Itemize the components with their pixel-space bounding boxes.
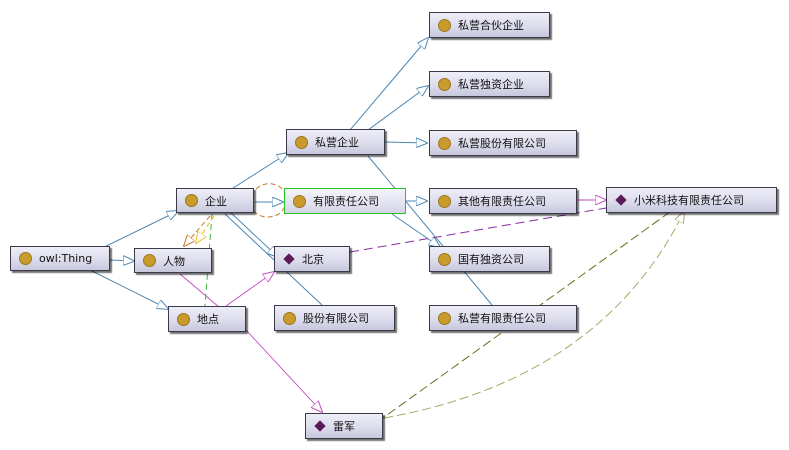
- edge-youxian-guoyou: [391, 213, 440, 247]
- node-label: 私营独资企业: [458, 78, 524, 91]
- class-icon: [143, 254, 156, 267]
- edge-didian-beijing: [225, 272, 274, 307]
- node-siying-qiye[interactable]: 私营企业: [286, 129, 385, 155]
- node-label: 有限责任公司: [313, 195, 379, 208]
- node-siying-duzi[interactable]: 私营独资企业: [429, 71, 550, 97]
- edge-qiye-didian-property: [204, 213, 213, 307]
- node-label: 私营有限责任公司: [458, 312, 546, 325]
- individual-icon: [283, 253, 295, 265]
- edge-siyingqiye-hehuo: [349, 38, 428, 131]
- node-renwu[interactable]: 人物: [134, 248, 212, 273]
- node-label: 人物: [163, 254, 185, 268]
- edge-xiaomi-leijun-property: [379, 211, 671, 421]
- edge-orange-property: [184, 215, 211, 246]
- edge-siyingqiye-siyinggufen: [384, 142, 427, 143]
- class-icon: [283, 311, 296, 325]
- node-siying-gufen[interactable]: 私营股份有限公司: [429, 130, 577, 156]
- edge-qiye-beijing: [229, 211, 278, 257]
- edge-leijun-xiaomi-property: [383, 212, 684, 419]
- node-label: 私营合伙企业: [458, 19, 524, 32]
- edge-didian-leijun-arrow: [245, 329, 322, 412]
- node-gufen-youxian[interactable]: 股份有限公司: [274, 305, 395, 331]
- class-icon: [185, 194, 198, 207]
- class-icon: [438, 194, 451, 208]
- edge-yellow-property: [196, 215, 215, 243]
- edge-siyingqiye-siyingyouxian: [367, 155, 493, 306]
- node-label: owl:Thing: [39, 252, 93, 265]
- individual-icon: [615, 194, 627, 206]
- class-icon: [438, 252, 451, 266]
- node-label: 国有独资公司: [458, 253, 524, 266]
- node-beijing[interactable]: 北京: [274, 246, 350, 272]
- node-label: 企业: [205, 194, 227, 208]
- node-didian[interactable]: 地点: [168, 306, 246, 332]
- node-qita-youxian[interactable]: 其他有限责任公司: [429, 188, 577, 214]
- class-icon: [438, 311, 451, 325]
- node-owl-thing[interactable]: owl:Thing: [10, 246, 110, 271]
- class-icon: [19, 252, 32, 265]
- node-label: 小米科技有限责任公司: [634, 194, 744, 207]
- node-label: 地点: [197, 313, 219, 326]
- edge-siyingqiye-duzi: [367, 86, 428, 131]
- node-siying-hehuo[interactable]: 私营合伙企业: [429, 12, 550, 38]
- node-youxian-zeren[interactable]: 有限责任公司: [284, 188, 406, 214]
- node-siying-youxian[interactable]: 私营有限责任公司: [429, 305, 577, 331]
- node-qiye[interactable]: 企业: [176, 188, 254, 213]
- node-label: 私营股份有限公司: [458, 137, 546, 150]
- edge-self-loop-qiye: [251, 183, 287, 218]
- node-label: 其他有限责任公司: [458, 195, 546, 208]
- node-xiaomi[interactable]: 小米科技有限责任公司: [606, 187, 777, 213]
- edge-qiye-gufen: [224, 213, 323, 306]
- class-icon: [438, 77, 451, 91]
- class-icon: [293, 194, 306, 208]
- edge-owlthing-didian: [89, 269, 168, 309]
- individual-icon: [314, 420, 326, 432]
- node-label: 私营企业: [315, 136, 359, 149]
- node-label: 北京: [302, 253, 324, 266]
- node-label: 雷军: [333, 420, 355, 433]
- class-icon: [295, 135, 308, 149]
- edge-qiye-siyingqiye: [229, 153, 288, 191]
- node-guoyou-duzi[interactable]: 国有独资公司: [429, 246, 550, 272]
- edge-owlthing-renwu: [109, 260, 134, 261]
- node-leijun[interactable]: 雷军: [305, 413, 383, 439]
- class-icon: [438, 18, 451, 32]
- class-icon: [177, 312, 190, 326]
- edge-beijing-xiaomi-property: [349, 207, 607, 253]
- class-icon: [438, 136, 451, 150]
- node-label: 股份有限公司: [303, 312, 369, 325]
